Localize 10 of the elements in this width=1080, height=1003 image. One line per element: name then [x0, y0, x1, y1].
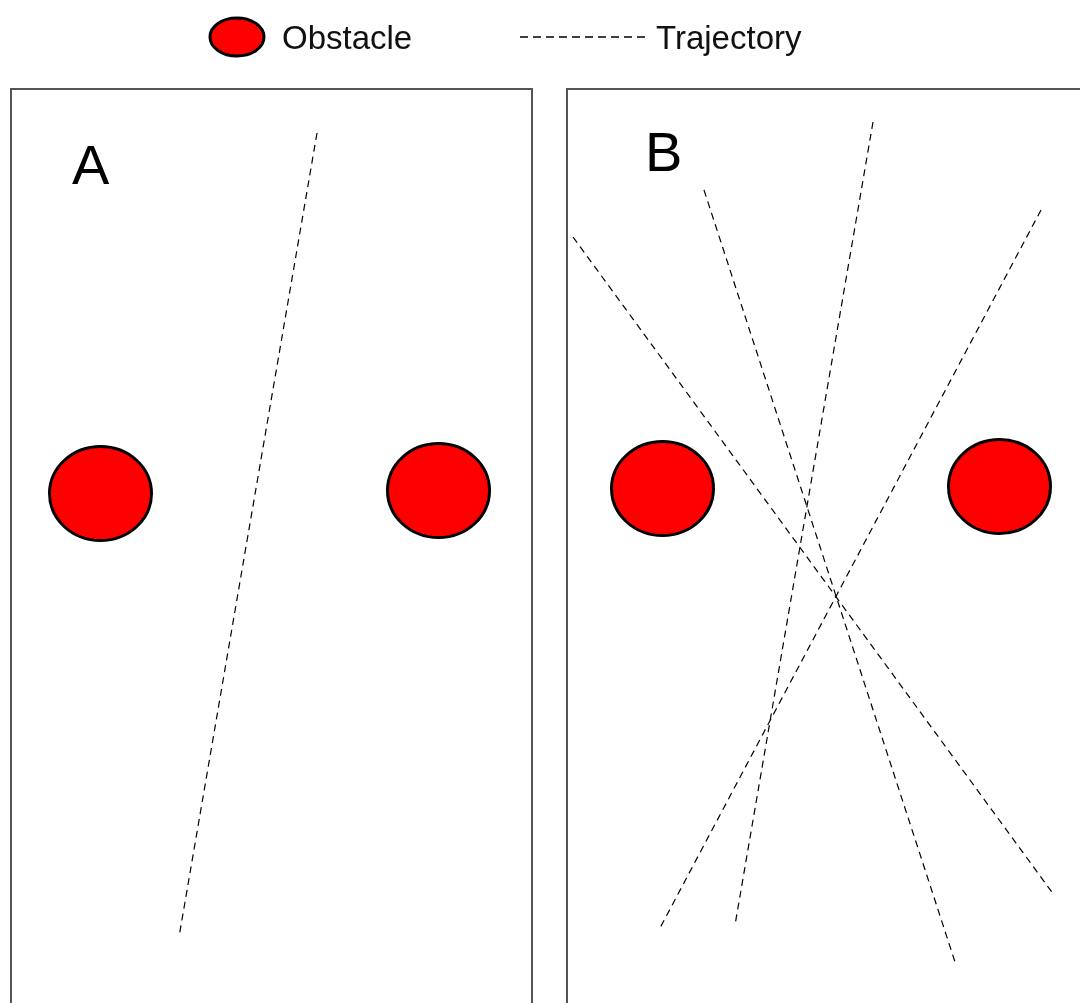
panel-letter: A	[72, 137, 110, 193]
obstacle-ellipse	[946, 437, 1052, 535]
legend-label: Trajectory	[656, 20, 802, 54]
legend-label: Obstacle	[282, 20, 413, 54]
obstacle-ellipse	[609, 439, 715, 537]
panel-letter: B	[645, 124, 683, 180]
obstacle-ellipse	[385, 441, 491, 539]
panel-frame	[566, 88, 1080, 1003]
panel-frame	[10, 88, 533, 1003]
obstacle-ellipse	[47, 444, 153, 542]
